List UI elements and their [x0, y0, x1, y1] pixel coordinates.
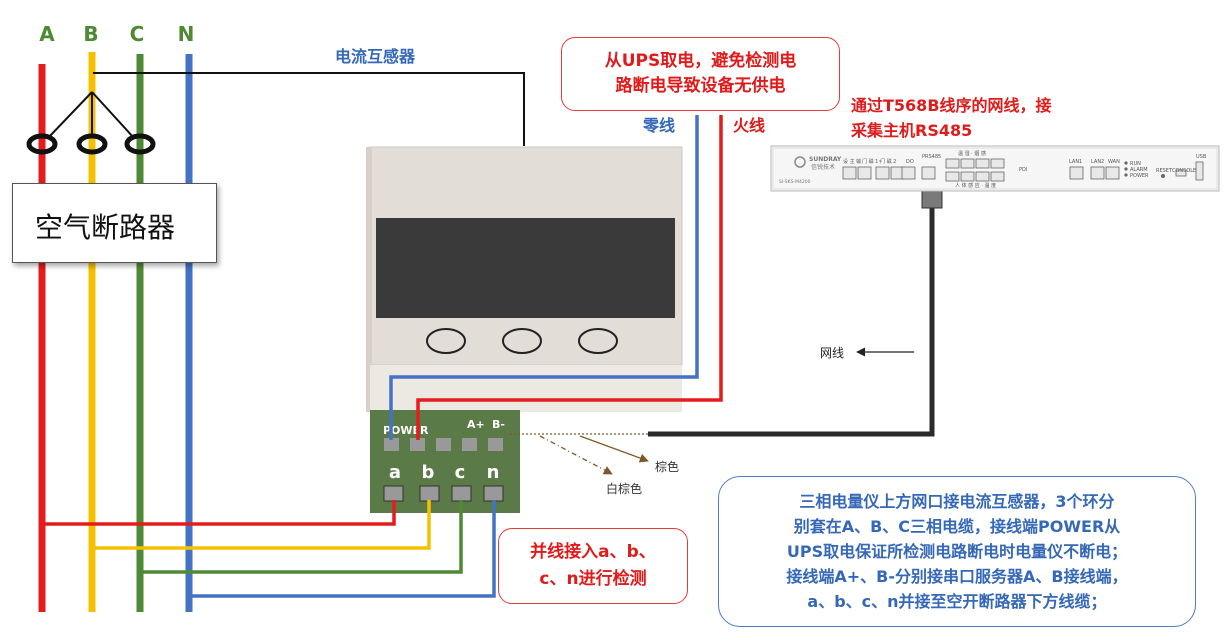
port-label-0: 设 主 输: [843, 158, 861, 165]
white-brown-pointer: [539, 435, 613, 475]
port-label-8: LAN2: [1091, 159, 1104, 165]
port-label-10: RUN: [1130, 161, 1141, 167]
port-label-12: POWER: [1130, 173, 1149, 179]
port-label-2: 门 磁 2: [880, 158, 896, 165]
port-label-13: RESET: [1156, 168, 1173, 174]
port-label-6: 人 体 感 应 · 温 度: [955, 182, 996, 189]
port-label-3: DO: [906, 159, 914, 165]
port-label-9: WAN: [1108, 159, 1120, 165]
brown-label: 棕色: [655, 459, 679, 474]
ct-ring-a: [26, 133, 58, 155]
air-circuit-breaker: 空气断路器: [12, 183, 217, 263]
server-note-line2: 采集主机RS485: [850, 121, 972, 140]
meter-display: [376, 218, 675, 318]
terminal-letter-n: n: [487, 462, 500, 483]
description-line3: UPS取电保证所检测电路断电时电量仪不断电；: [786, 542, 1128, 561]
meter-button-1: [426, 328, 466, 354]
ups-note: 从UPS取电，避免检测电 路断电导致设备无供电: [561, 37, 840, 111]
device-model: SI-SKS-M4200: [779, 179, 811, 185]
tap-wire-b: [92, 500, 431, 550]
port-label-11: ALARM: [1130, 167, 1148, 173]
terminal-letter-b: b: [422, 462, 435, 483]
parallel-note: 并线接入a、b、 c、n进行检测: [498, 528, 688, 604]
description-line4: 接线端A+、B-分别接串口服务器A、B接线端，: [786, 567, 1128, 586]
port-label-16: PDI: [1019, 167, 1027, 173]
phase-label-a: A: [39, 22, 55, 46]
power-meter: [366, 146, 683, 513]
description-note: 三相电量仪上方网口接电流互感器，3个环分 别套在A、B、C三相电缆，接线端POW…: [718, 476, 1196, 627]
phase-label-n: N: [178, 22, 195, 46]
network-cable: [648, 205, 935, 437]
terminal-letter-a: a: [389, 462, 401, 483]
port-label-5: 温 湿 · 烟 感: [958, 150, 986, 157]
port-label-15: USB: [1196, 154, 1207, 160]
meter-button-3: [578, 328, 618, 354]
port-label-7: LAN1: [1069, 159, 1082, 165]
port-label-14: CONSOLE: [1172, 168, 1196, 174]
ct-ring-b: [76, 133, 108, 155]
phase-label-b: B: [83, 22, 98, 46]
terminal-letter-c: c: [455, 462, 466, 483]
breaker-label: 空气断路器: [35, 211, 176, 244]
port-label-1: 门 磁 1~: [862, 158, 883, 165]
live-label: 火线: [733, 116, 765, 135]
brand-logo-icon: [794, 156, 806, 168]
meter-button-2: [502, 328, 542, 354]
tap-wire-n: [189, 500, 496, 598]
terminal-b-minus-label: B-: [492, 418, 505, 431]
ups-note-line1: 从UPS取电，避免检测电: [604, 51, 797, 71]
description-line1: 三相电量仪上方网口接电流互感器，3个环分: [799, 492, 1115, 511]
brown-pointer: [579, 435, 649, 463]
server-note-line1: 通过T568B线序的网线，接: [851, 96, 1052, 115]
ups-neutral-wire: [389, 115, 699, 440]
description-line2: 别套在A、B、C三相电缆，接线端POWER从: [793, 517, 1121, 536]
phase-label-c: C: [130, 22, 145, 46]
parallel-note-line2: c、n进行检测: [539, 569, 647, 589]
description-line5: a、b、c、n并接至空开断路器下方线缆；: [807, 592, 1107, 611]
ct-label: 电流互感器: [335, 47, 416, 66]
parallel-note-line1: 并线接入a、b、: [530, 542, 656, 562]
tap-wire-a: [42, 500, 396, 526]
terminal-a-plus-label: A+: [467, 418, 485, 431]
net-cable-label: 网线: [820, 346, 844, 360]
device-brand-cn: 信锐技术: [811, 163, 835, 171]
ups-live-wire: [416, 115, 723, 440]
white-brown-label: 白棕色: [606, 481, 642, 496]
ct-leads: [47, 72, 525, 146]
port-label-4: PRS485: [922, 154, 941, 160]
collector-device: [770, 145, 1220, 192]
ct-ring-c: [124, 133, 156, 155]
neutral-label: 零线: [642, 116, 675, 135]
ups-note-line2: 路断电导致设备无供电: [615, 76, 786, 96]
tap-wire-c: [140, 500, 463, 574]
device-brand: SUNDRAY: [809, 156, 842, 163]
